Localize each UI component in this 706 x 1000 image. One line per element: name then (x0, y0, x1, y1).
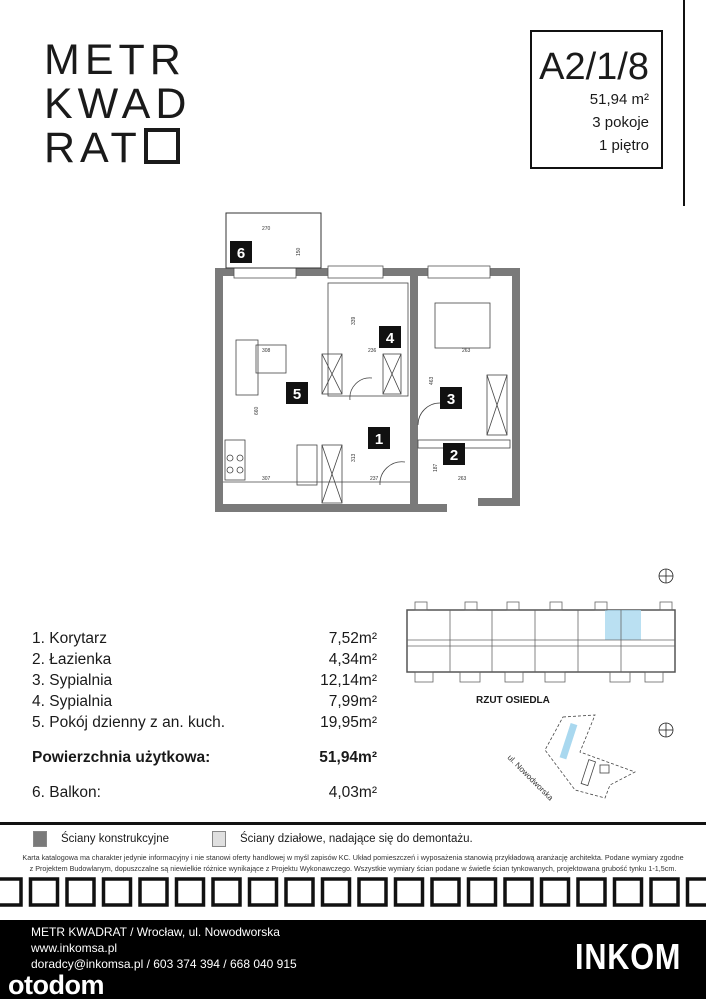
decorative-square (469, 879, 496, 905)
compass-icon (659, 569, 673, 583)
decorative-square (250, 879, 277, 905)
decorative-squares (0, 877, 706, 907)
decorative-square (140, 879, 167, 905)
logo-line: KWAD (44, 82, 191, 126)
dimension-label: 263 (458, 476, 467, 482)
legend-structural: Ściany konstrukcyjne (33, 831, 169, 847)
footer: METR KWADRAT / Wrocław, ul. Nowodworska … (0, 920, 706, 999)
decorative-square (651, 879, 678, 905)
decorative-square (104, 879, 131, 905)
site-plan: ul. Nowodworska (395, 560, 706, 818)
otodom-watermark: otodom (8, 972, 104, 999)
logo-line: METR (44, 38, 191, 82)
decorative-square (578, 879, 605, 905)
swatch-icon (212, 831, 226, 847)
decorative-square (688, 879, 706, 905)
decorative-square (542, 879, 569, 905)
dimension-label: 237 (370, 476, 379, 482)
dimension-label: 270 (262, 226, 271, 232)
total-area-row: Powierzchnia użytkowa:51,94m² (32, 747, 377, 768)
room-number: 3 (447, 391, 455, 408)
dimension-label: 313 (351, 453, 357, 462)
dimension-label: 307 (262, 476, 271, 482)
disclaimer: Karta katalogowa ma charakter jedynie in… (20, 852, 686, 874)
divider (0, 822, 706, 825)
room-number: 4 (386, 330, 395, 347)
swatch-icon (33, 831, 47, 847)
dimension-label: 263 (462, 348, 471, 354)
decorative-square (505, 879, 532, 905)
unit-rooms: 3 pokoje (532, 111, 649, 134)
logo-square-icon (144, 128, 180, 164)
logo-line: RAT (44, 126, 191, 170)
decorative-square (432, 879, 459, 905)
decorative-square (615, 879, 642, 905)
decorative-square (323, 879, 350, 905)
room-number: 1 (375, 431, 383, 448)
decorative-square (67, 879, 94, 905)
decorative-square (0, 879, 21, 905)
unit-floor: 1 piętro (532, 134, 649, 157)
room-row: 5. Pokój dzienny z an. kuch.19,95m² (32, 712, 377, 733)
metr-kwadrat-logo: METR KWAD RAT (44, 38, 191, 170)
dimension-label: 187 (433, 463, 439, 472)
decorative-square (213, 879, 240, 905)
dimension-label: 236 (368, 348, 377, 354)
decorative-square (31, 879, 58, 905)
decorative-square (359, 879, 386, 905)
balcony-row: 6. Balkon:4,03m² (32, 782, 377, 803)
room-number: 2 (450, 447, 458, 464)
dimension-label: 150 (296, 247, 302, 256)
dimension-label: 339 (351, 316, 357, 325)
divider (683, 0, 685, 206)
room-number: 5 (293, 386, 301, 403)
decorative-square (286, 879, 313, 905)
inkom-logo: INKOM (575, 936, 681, 978)
structural-walls (215, 268, 520, 512)
decorative-square (177, 879, 204, 905)
footer-website[interactable]: www.inkomsa.pl (31, 940, 117, 956)
dimension-label: 463 (429, 376, 435, 385)
site-plan-title: RZUT OSIEDLA (476, 695, 550, 706)
unit-area: 51,94 m² (532, 88, 649, 111)
room-number: 6 (237, 245, 245, 262)
unit-info-box: A2/1/8 51,94 m² 3 pokoje 1 piętro (530, 30, 663, 169)
dimension-label: 308 (262, 348, 271, 354)
unit-code: A2/1/8 (532, 46, 649, 88)
decorative-square (396, 879, 423, 905)
dimension-label: 660 (254, 406, 260, 415)
floor-plan: 6 5 1 4 3 2 270 150 308 660 307 339 236 … (200, 200, 540, 530)
unit-highlight (605, 610, 641, 640)
compass-icon (659, 723, 673, 737)
legend-partition: Ściany działowe, nadające się do demonta… (212, 831, 473, 847)
street-label: ul. Nowodworska (506, 753, 556, 803)
footer-address: METR KWADRAT / Wrocław, ul. Nowodworska (31, 924, 280, 940)
